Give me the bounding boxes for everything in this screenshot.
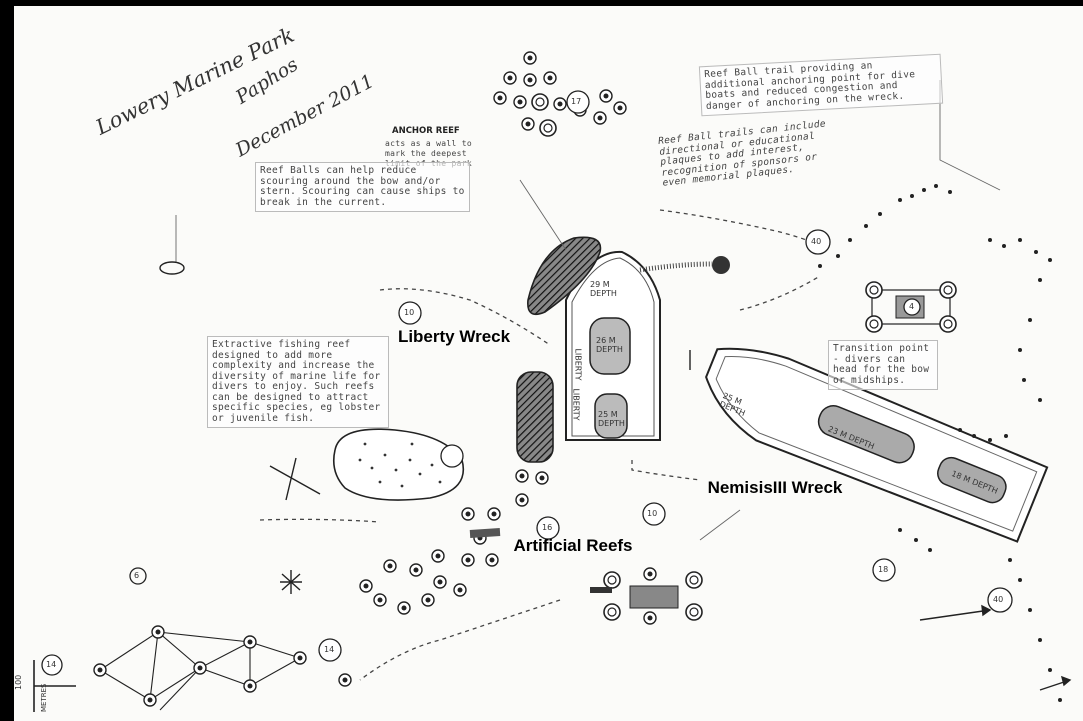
fishing-reef-dots: [358, 442, 442, 488]
hatched-reef-side: [516, 371, 554, 463]
scouring-note: Reef Balls can help reduce scouring arou…: [255, 162, 470, 212]
depth-liberty-bow: 29 M DEPTH: [590, 280, 617, 298]
scale-value: 100: [14, 674, 23, 690]
scale-bar: [33, 660, 76, 712]
nemesis-wreck-hull: [705, 347, 1049, 543]
anchor-reef-heading: ANCHOR REEF: [392, 126, 460, 136]
buoy-icon: [712, 256, 730, 274]
position-marks: [269, 457, 321, 594]
circle-number: 16: [542, 523, 553, 532]
circle-number: 14: [46, 660, 57, 669]
anchor-reef-cluster: [493, 51, 627, 137]
nemesis-wreck-label: NemisisIII Wreck: [707, 478, 843, 497]
circle-number: 40: [993, 595, 1004, 604]
circle-number: 6: [134, 571, 140, 580]
scale-unit: METRES: [40, 683, 48, 712]
liberty-hull-label: LIBERTY: [573, 348, 583, 381]
circle-number: 10: [404, 308, 415, 317]
circle-number: 4: [909, 302, 915, 311]
reef-ball-trail-right: [818, 184, 1062, 702]
leader-lines: [175, 80, 1001, 541]
liberty-wreck-hull: [565, 250, 661, 441]
depth-liberty-mid: 26 M DEPTH: [596, 336, 623, 354]
transition-note: Transition point - divers can head for t…: [828, 340, 938, 390]
depth-liberty-stern: 25 M DEPTH: [598, 410, 625, 428]
liberty-wreck-label: Liberty Wreck: [397, 327, 511, 346]
circle-number: 18: [878, 565, 889, 574]
hatched-reef-top: [527, 236, 602, 316]
liberty-hull-label-2: LIBERTY: [571, 388, 581, 421]
number-circles: [41, 90, 1013, 676]
mooring-ring: [159, 261, 185, 275]
circle-number: 10: [647, 509, 658, 518]
scan-border-left: [0, 0, 14, 721]
scan-border-top: [0, 0, 1083, 6]
small-circle: [129, 567, 147, 585]
artificial-reefs-label: Artificial Reefs: [513, 536, 633, 555]
artificial-reef-network: [359, 469, 703, 625]
chain: [639, 261, 713, 273]
fishing-reef-note: Extractive fishing reef designed to add …: [207, 336, 389, 428]
circle-number: 14: [324, 645, 335, 654]
fishing-reef: [332, 428, 464, 501]
direction-arrows: [689, 350, 1072, 691]
circle-number: 17: [571, 97, 582, 106]
circle-number: 40: [811, 237, 822, 246]
